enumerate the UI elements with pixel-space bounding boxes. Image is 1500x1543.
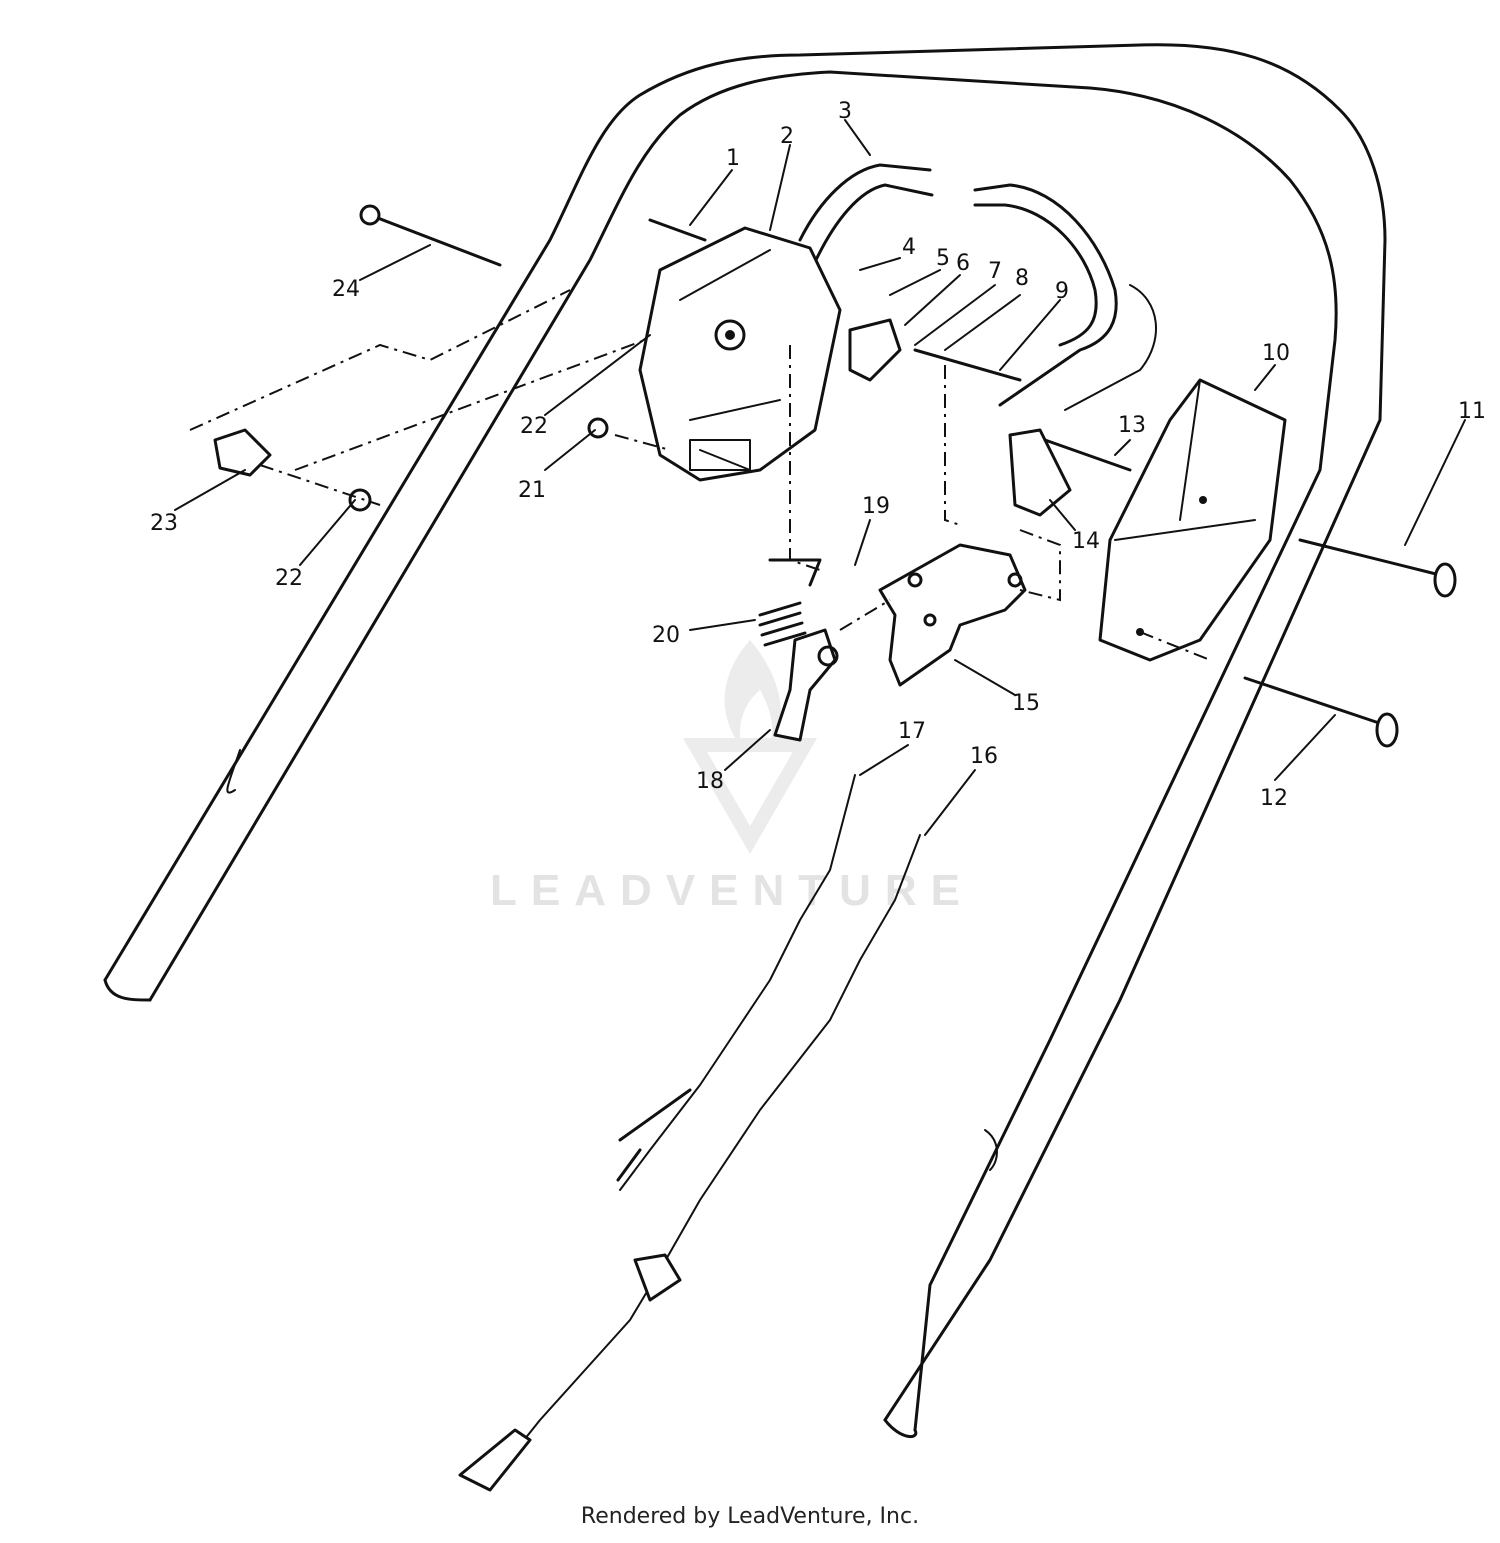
spring [758,558,822,647]
watermark-flame-icon [724,640,781,752]
callout-10: 10 [1262,341,1290,366]
callout-9: 9 [1055,279,1069,304]
footer-credit: Rendered by LeadVenture, Inc. [580,1504,920,1529]
callout-24: 24 [332,277,360,302]
callout-21: 21 [518,478,546,503]
assembly-lines [189,289,1211,661]
callout-16: 16 [970,744,998,769]
callout-4: 4 [902,235,916,260]
callout-12: 12 [1260,786,1288,811]
left-housing [638,226,842,482]
pawl [773,628,839,742]
callout-22-lower: 22 [275,566,303,591]
callout-23: 23 [150,511,178,536]
callout-1: 1 [726,146,740,171]
callout-19: 19 [862,494,890,519]
right-cover [1098,378,1287,662]
watermark-text: LEADVENTURE [490,866,974,915]
bolts [213,204,1457,748]
callout-7: 7 [988,259,1002,284]
callout-14: 14 [1072,529,1100,554]
control-bail [798,163,1157,411]
callout-15: 15 [1012,691,1040,716]
callout-3: 3 [838,99,852,124]
leader-lines [174,119,1466,836]
cables [458,774,921,1492]
callout-13: 13 [1118,413,1146,438]
watermark: LEADVENTURE [490,640,974,915]
callout-17: 17 [898,719,926,744]
callout-2: 2 [780,124,794,149]
callout-6: 6 [956,251,970,276]
callout-20: 20 [652,623,680,648]
watermark-v-icon [682,738,818,854]
bracket [878,543,1027,687]
callout-8: 8 [1015,266,1029,291]
callout-5: 5 [936,246,950,271]
callout-22-upper: 22 [520,414,548,439]
upper-handle [103,43,1387,1439]
callout-11: 11 [1458,399,1486,424]
callouts: 1 2 3 4 5 6 7 8 9 10 11 12 13 14 15 16 1… [150,99,1486,811]
callout-18: 18 [696,769,724,794]
